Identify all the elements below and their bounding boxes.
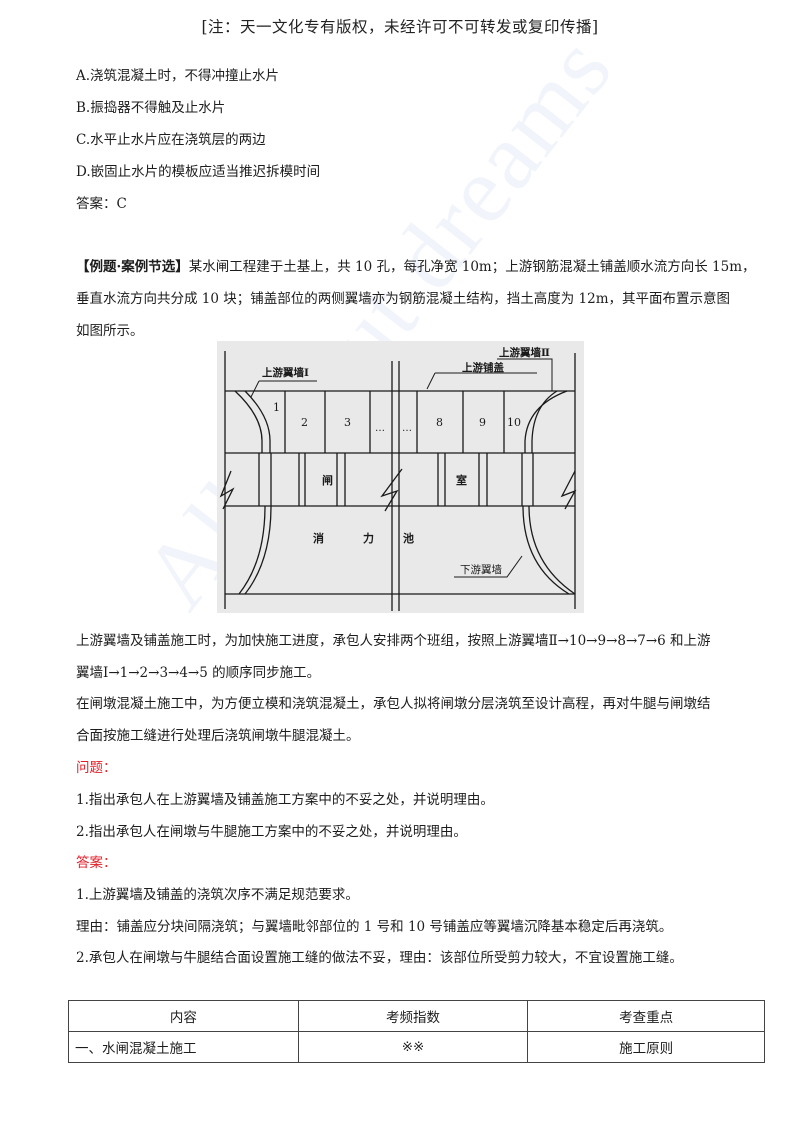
- label-sluice-chamber-2: 室: [456, 473, 467, 487]
- answer-1-reason: 理由：铺盖应分块间隔浇筑；与翼墙毗邻部位的 1 号和 10 号铺盖应等翼墙沉降基…: [76, 919, 673, 935]
- label-upstream-wing-wall-2: 上游翼墙Ⅱ: [499, 346, 550, 359]
- answer-1: 1.上游翼墙及铺盖的浇筑次序不满足规范要求。: [76, 887, 359, 903]
- option-c: C.水平止水片应在浇筑层的两边: [76, 132, 266, 148]
- example-tag: 【例题·案例节选】: [76, 259, 189, 275]
- body-line-2: 翼墙Ⅰ→1→2→3→4→5 的顺序同步施工。: [76, 665, 321, 681]
- question-2: 2.指出承包人在闸墩与牛腿施工方案中的不妥之处，并说明理由。: [76, 824, 467, 840]
- cell-frequency: ※※: [297, 1031, 529, 1063]
- cell-focus: 施工原则: [527, 1031, 765, 1063]
- header-frequency: 考频指数: [297, 1000, 529, 1032]
- table-row: 一、水闸混凝土施工 ※※ 施工原则: [68, 1031, 765, 1063]
- question-1: 1.指出承包人在上游翼墙及铺盖施工方案中的不妥之处，并说明理由。: [76, 792, 494, 808]
- table-header-row: 内容 考频指数 考查重点: [68, 1000, 765, 1032]
- example-intro-line-2: 垂直水流方向共分成 10 块；铺盖部位的两侧翼墙亦为钢筋混凝土结构，挡土高度为 …: [76, 291, 731, 307]
- previous-answer: 答案：C: [76, 196, 127, 212]
- label-stilling-basin-1: 消: [313, 531, 324, 545]
- label-stilling-basin-3: 池: [403, 531, 414, 545]
- example-intro-line-1: 【例题·案例节选】某水闸工程建于土基上，共 10 孔，每孔净宽 10m；上游钢筋…: [76, 259, 756, 275]
- body-line-3: 在闸墩混凝土施工中，为方便立模和浇筑混凝土，承包人拟将闸墩分层浇筑至设计高程，再…: [76, 696, 711, 712]
- body-line-1: 上游翼墙及铺盖施工时，为加快施工进度，承包人安排两个班组，按照上游翼墙Ⅱ→10→…: [76, 633, 711, 649]
- label-stilling-basin-2: 力: [363, 531, 374, 545]
- label-downstream-wing-wall: 下游翼墙: [460, 563, 502, 576]
- ellipsis-left: …: [375, 423, 385, 434]
- answers-heading: 答案：: [76, 855, 117, 871]
- copyright-note: [注：天一文化专有版权，未经许可不可转发或复印传播]: [201, 18, 599, 36]
- block-10: 10: [507, 416, 521, 429]
- label-upstream-blanket: 上游铺盖: [462, 361, 504, 374]
- sluice-layout-diagram: 上游翼墙Ⅰ 上游翼墙Ⅱ 上游铺盖 1 2 3 … … 8 9 10 闸 室 消 …: [217, 341, 584, 613]
- cell-content: 一、水闸混凝土施工: [68, 1031, 299, 1063]
- header-content: 内容: [68, 1000, 299, 1032]
- label-upstream-wing-wall-1: 上游翼墙Ⅰ: [262, 366, 309, 379]
- summary-table: 内容 考频指数 考查重点 一、水闸混凝土施工 ※※ 施工原则: [68, 1000, 765, 1063]
- answer-2: 2.承包人在闸墩与牛腿结合面设置施工缝的做法不妥，理由：该部位所受剪力较大，不宜…: [76, 950, 683, 966]
- body-line-4: 合面按施工缝进行处理后浇筑闸墩牛腿混凝土。: [76, 728, 360, 744]
- option-a: A.浇筑混凝土时，不得冲撞止水片: [76, 68, 280, 84]
- questions-heading: 问题：: [76, 760, 117, 776]
- header-focus: 考查重点: [527, 1000, 765, 1032]
- block-3: 3: [344, 416, 351, 429]
- option-b: B.振捣器不得触及止水片: [76, 100, 226, 116]
- block-2: 2: [301, 416, 308, 429]
- option-d: D.嵌固止水片的模板应适当推迟拆模时间: [76, 164, 321, 180]
- label-sluice-chamber-1: 闸: [322, 473, 333, 487]
- ellipsis-right: …: [402, 423, 412, 434]
- example-intro-line-3: 如图所示。: [76, 323, 144, 339]
- block-9: 9: [479, 416, 486, 429]
- block-8: 8: [436, 416, 443, 429]
- block-1: 1: [273, 401, 280, 414]
